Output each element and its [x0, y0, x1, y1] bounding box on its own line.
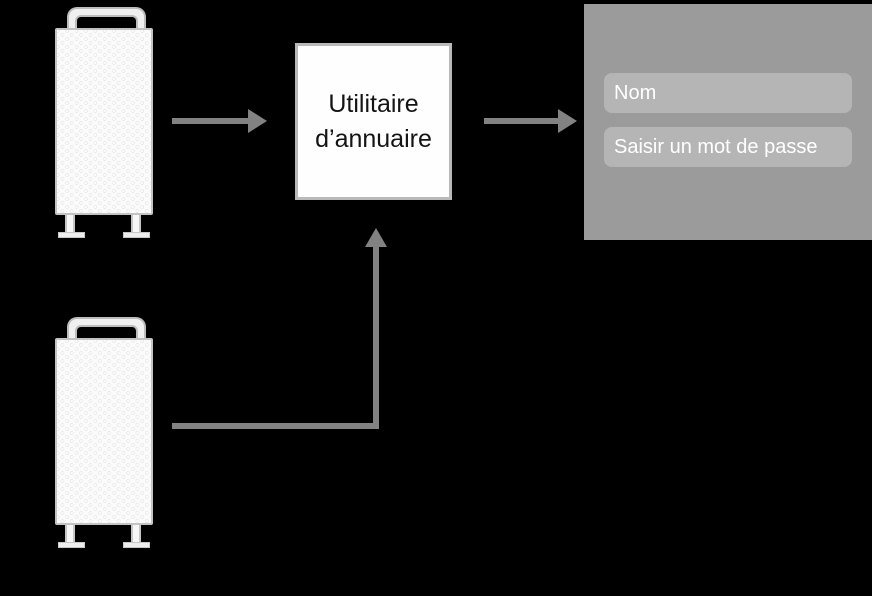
arrow-elbow-horizontal [172, 423, 379, 429]
mac-pro-lattice-body [55, 28, 153, 215]
arrow-right-head-icon [248, 109, 267, 133]
mac-pro-foot [131, 215, 141, 232]
mac-pro-icon-bottom [55, 317, 153, 548]
arrow-right-head-icon [558, 109, 577, 133]
directory-utility-label: Utilitaire d’annuaire [315, 89, 432, 153]
arrow-right-icon [172, 118, 250, 124]
arrow-up-head-icon [365, 228, 387, 247]
mac-pro-foot-base [58, 542, 85, 548]
arrow-right-icon [484, 118, 560, 124]
mac-pro-foot [65, 215, 75, 232]
mac-pro-foot [65, 525, 75, 542]
mac-pro-foot [131, 525, 141, 542]
mac-pro-lattice-body [55, 338, 153, 525]
mac-pro-foot-base [123, 232, 150, 238]
name-input[interactable] [604, 73, 852, 113]
arrow-elbow-vertical [373, 247, 379, 429]
mac-pro-foot-base [123, 542, 150, 548]
mac-pro-foot-base [58, 232, 85, 238]
directory-utility-box: Utilitaire d’annuaire [295, 43, 452, 200]
mac-pro-icon-top [55, 7, 153, 238]
password-input[interactable] [604, 127, 852, 167]
mac-pro-handle-hole [75, 15, 138, 35]
mac-pro-handle-hole [75, 325, 138, 345]
login-panel [584, 4, 872, 240]
